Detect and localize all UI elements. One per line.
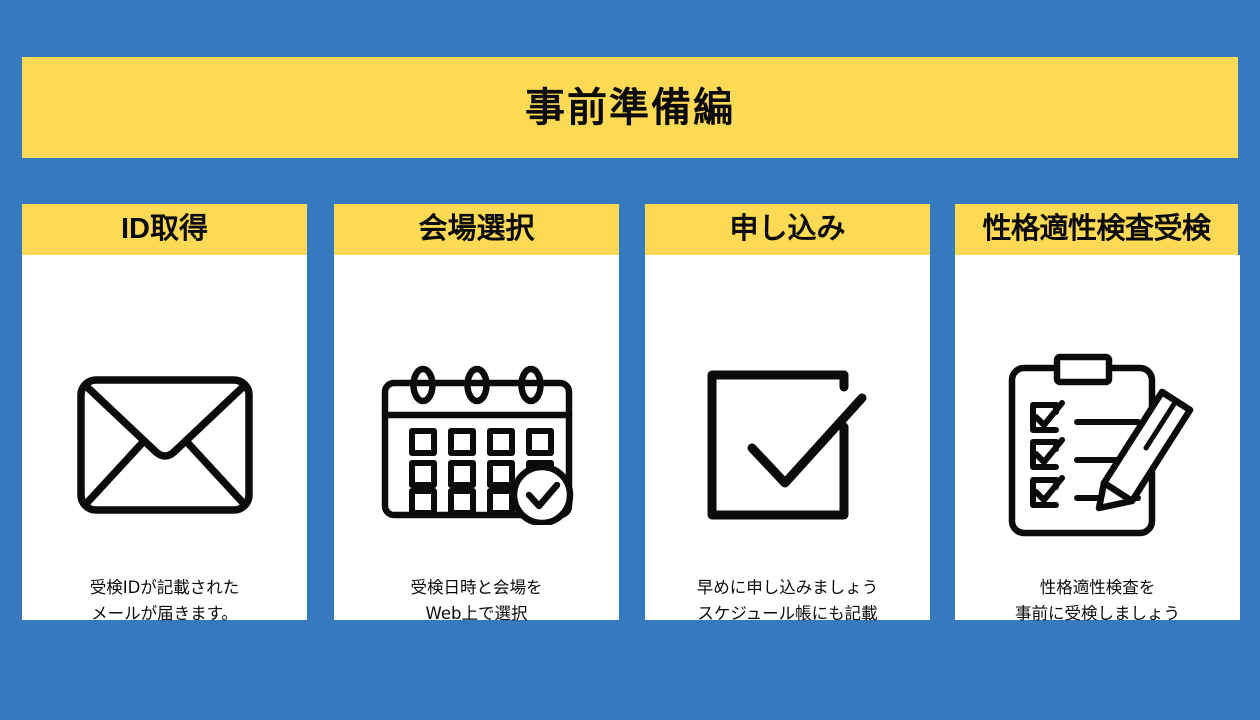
calendar-check-icon — [334, 350, 619, 540]
clipboard-pencil-icon — [955, 350, 1240, 540]
step-card-title: 会場選択 — [418, 213, 535, 245]
step-card-caption: 受検IDが記載された メールが届きます。 — [22, 575, 307, 626]
envelope-icon — [22, 350, 307, 540]
step-card-header: 会場選択 — [334, 204, 619, 255]
slide-title-banner: 事前準備編 — [22, 57, 1238, 158]
step-card-header: 申し込み — [645, 204, 930, 255]
step-card-caption: 性格適性検査を 事前に受検しましょう — [955, 575, 1240, 626]
caption-line: 早めに申し込みましょう — [696, 578, 879, 597]
step-card-body: 早めに申し込みましょう スケジュール帳にも記載 — [645, 255, 930, 623]
caption-line: メールが届きます。 — [91, 603, 238, 623]
step-card-application: 申し込み 早めに申し込みましょう スケジュール帳にも記載 — [645, 204, 930, 623]
step-card-caption: 受検日時と会場を Web上で選択 — [334, 575, 619, 626]
step-card-title: 性格適性検査受検 — [982, 213, 1211, 245]
page-title: 事前準備編 — [525, 85, 735, 130]
step-card-venue-selection: 会場選択 — [334, 204, 619, 623]
step-card-body: 受検IDが記載された メールが届きます。 — [22, 255, 307, 623]
caption-line: 性格適性検査を — [1039, 578, 1156, 597]
step-card-header: 性格適性検査受検 — [955, 204, 1238, 255]
caption-line: Web上で選択 — [425, 603, 528, 623]
step-card-caption: 早めに申し込みましょう スケジュール帳にも記載 — [645, 575, 930, 626]
step-card-personality-test: 性格適性検査受検 — [955, 204, 1240, 623]
step-card-body: 受検日時と会場を Web上で選択 — [334, 255, 619, 623]
step-card-title: 申し込み — [729, 213, 846, 245]
checkbox-check-icon — [645, 350, 930, 540]
step-card-body: 性格適性検査を 事前に受検しましょう — [955, 255, 1240, 623]
step-card-id-acquisition: ID取得 受検IDが記載された メールが届きます。 — [22, 204, 307, 623]
caption-line: スケジュール帳にも記載 — [697, 603, 878, 623]
step-card-header: ID取得 — [22, 204, 307, 255]
caption-line: 受検日時と会場を — [410, 578, 543, 597]
caption-line: 事前に受検しましょう — [1015, 603, 1180, 623]
caption-line: 受検IDが記載された — [89, 578, 240, 597]
step-card-title: ID取得 — [120, 213, 208, 245]
